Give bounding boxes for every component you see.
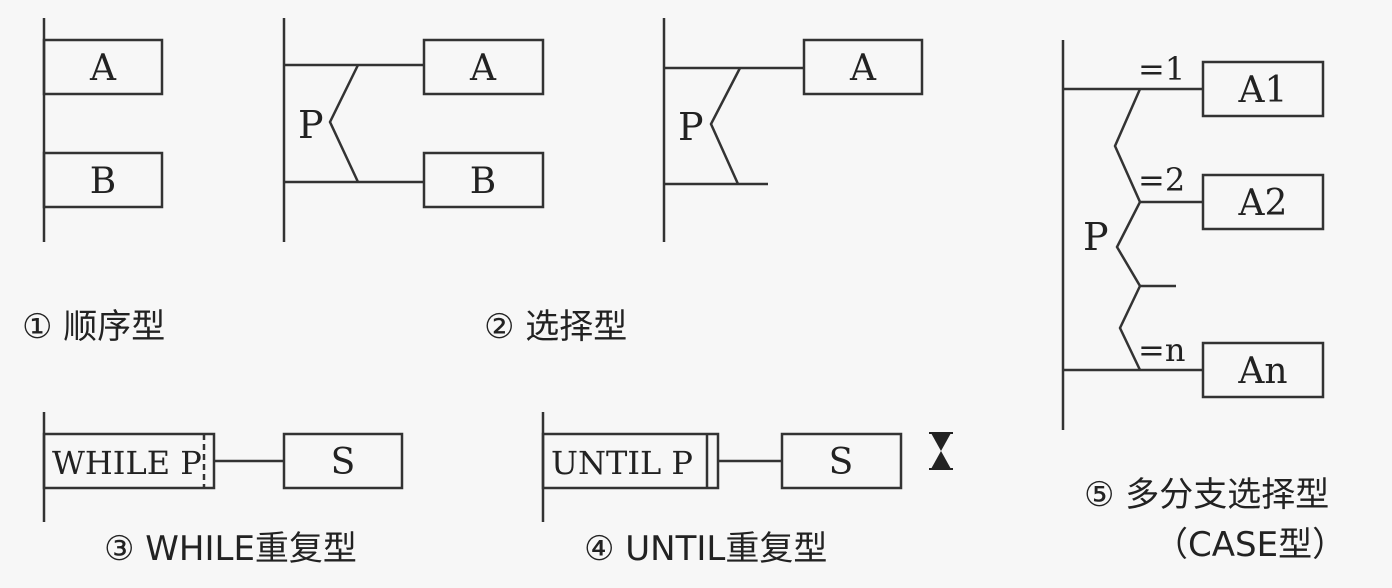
while-body-box [282,432,404,490]
case-branch-2-cond: =2 [1138,161,1185,199]
hourglass-icon [929,432,953,470]
selection-variant-condition-bracket [709,67,742,185]
until-header-label: UNTIL P [551,444,693,482]
selection-structure: P A B ② 选择型 [282,18,627,347]
until-structure: UNTIL P S ④ UNTIL重复型 [541,412,953,569]
selection-box-b [422,151,545,209]
until-body-label: S [829,442,854,483]
sequence-structure: A B ① 顺序型 [22,18,165,347]
case-branch-1-box [1201,60,1325,118]
selection-box-b-label: B [470,161,496,202]
case-structure: P =1 A1 =2 A2 =n An ⑤ 多分支选择型 （CASE型） [1061,40,1346,565]
case-condition-bracket [1113,88,1142,371]
sequence-box-a-label: A [89,48,117,89]
until-body-box [780,432,903,490]
case-branch-1-label: A1 [1238,70,1288,111]
selection-condition-bracket [328,64,360,183]
selection-caption: ② 选择型 [484,307,627,347]
while-structure: WHILE P S ③ WHILE重复型 [42,412,404,569]
selection-variant-box-a [802,38,924,96]
selection-variant-box-a-label: A [849,48,877,89]
sequence-caption: ① 顺序型 [22,307,165,347]
sequence-box-b [42,151,164,209]
while-header-label: WHILE P [52,444,202,482]
case-branch-1-cond: =1 [1138,50,1185,88]
sequence-box-a [42,38,164,96]
selection-box-a-label: A [469,48,497,89]
selection-box-a [422,38,545,96]
selection-condition-label: P [298,103,324,147]
case-branch-n-label: An [1237,351,1287,392]
case-branch-n-box [1201,341,1325,399]
sequence-box-b-label: B [90,161,116,202]
until-caption: ④ UNTIL重复型 [584,529,827,569]
case-caption: ⑤ 多分支选择型 [1084,475,1329,515]
case-branch-2-box [1201,173,1325,231]
while-body-label: S [331,442,356,483]
case-branch-2-label: A2 [1238,183,1288,224]
case-branch-n-cond: =n [1138,331,1185,369]
selection-variant-structure: P A [662,18,924,242]
while-caption: ③ WHILE重复型 [104,529,357,569]
case-caption-sub: （CASE型） [1154,525,1346,565]
selection-variant-condition-label: P [678,105,704,149]
case-condition-label: P [1083,215,1109,259]
